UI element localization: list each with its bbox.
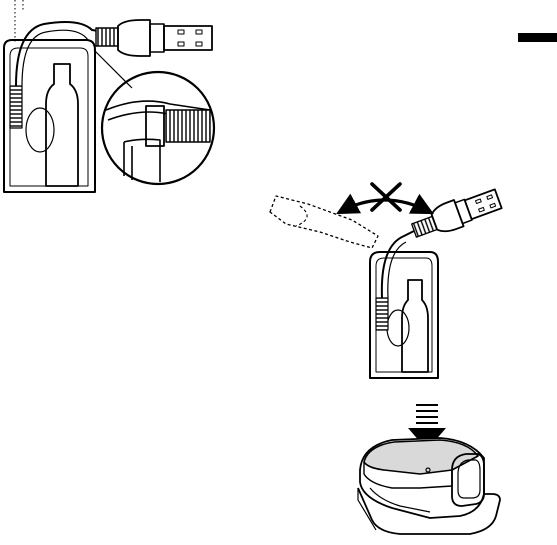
figure-cable-tucked-into-case [4, 0, 214, 192]
usb-plug-icon [96, 20, 212, 56]
figure-do-not-bend-cable [270, 184, 503, 378]
detail-inset [102, 72, 214, 184]
x-mark-icon [372, 184, 400, 210]
figure-press-lid-closed [358, 405, 500, 534]
double-arrow-icon [340, 200, 430, 212]
bottle-shape [46, 64, 78, 186]
usb-plug-icon [409, 186, 503, 243]
